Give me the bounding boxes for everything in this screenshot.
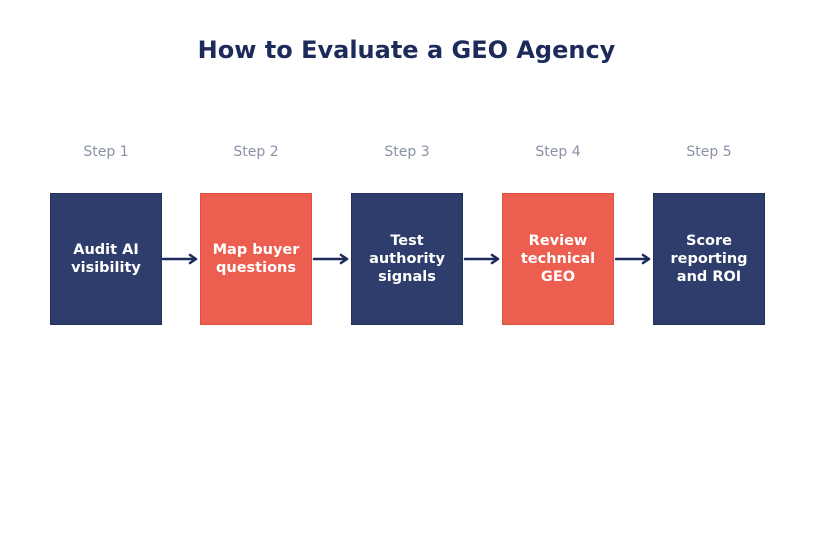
step-2-text: Map buyer questions [212, 242, 300, 276]
step-3-text: Test authority signals [369, 233, 445, 285]
step-1-label: Step 1 [83, 144, 129, 160]
step-5-box: Score reporting and ROI [653, 193, 765, 325]
step-3-label: Step 3 [384, 144, 430, 160]
step-1-box: Audit AI visibility [50, 193, 162, 325]
step-4-text: Review technical GEO [520, 233, 596, 285]
step-5-label: Step 5 [686, 144, 732, 160]
step-2-box: Map buyer questions [200, 193, 312, 325]
step-3-box: Test authority signals [351, 193, 463, 325]
arrow-2-to-3 [312, 253, 349, 265]
arrow-3-to-4 [463, 253, 500, 265]
step-1-text: Audit AI visibility [71, 242, 141, 276]
arrow-4-to-5 [614, 253, 651, 265]
diagram-title: How to Evaluate a GEO Agency [197, 36, 616, 64]
step-2-label: Step 2 [233, 144, 279, 160]
arrow-1-to-2 [161, 253, 198, 265]
step-5-text: Score reporting and ROI [670, 233, 748, 285]
step-4-label: Step 4 [535, 144, 581, 160]
step-4-box: Review technical GEO [502, 193, 614, 325]
